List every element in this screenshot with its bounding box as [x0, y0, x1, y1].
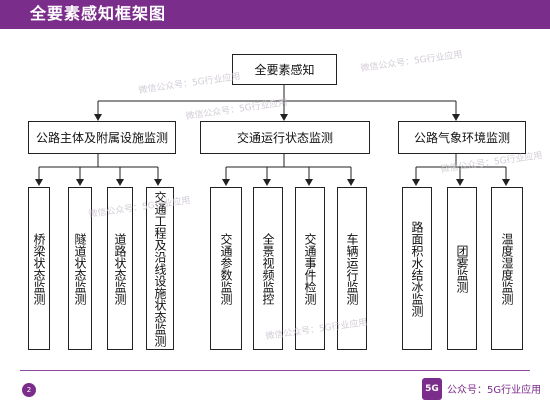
leaf-panoramic-video: 全景视频监控 — [253, 187, 283, 350]
leaf-label: 隧道状态监测 — [73, 232, 87, 305]
leaf-traffic-event: 交通事件检测 — [295, 187, 325, 350]
leaf-fog: 团雾监测 — [447, 187, 477, 350]
page-title: 全要素感知框架图 — [30, 4, 167, 23]
leaf-label: 道路状态监测 — [113, 232, 127, 305]
leaf-label: 交通工程及沿线设施状态监测 — [153, 190, 167, 347]
footer-account: 公众号：5G行业应用 — [447, 385, 542, 396]
footer-divider — [20, 370, 530, 371]
leaf-label: 全景视频监控 — [261, 232, 275, 305]
connector-lines — [35, 85, 510, 186]
root-label: 全要素感知 — [254, 63, 315, 77]
leaf-vehicle-operation: 车辆运行监测 — [337, 187, 367, 350]
page-number: 2 — [22, 383, 36, 397]
header-bar: 全要素感知框架图 — [0, 0, 550, 29]
group-node-weather: 公路气象环境监测 — [398, 121, 526, 154]
leaf-label: 交通事件检测 — [303, 232, 317, 305]
group-label: 公路气象环境监测 — [413, 131, 510, 145]
group-label: 公路主体及附属设施监测 — [35, 131, 168, 145]
leaf-facility-monitoring: 交通工程及沿线设施状态监测 — [146, 187, 174, 350]
leaf-road-icing: 路面积水结冰监测 — [402, 187, 432, 350]
leaf-bridge-monitoring: 桥梁状态监测 — [28, 187, 50, 350]
group-node-traffic-operation: 交通运行状态监测 — [200, 121, 370, 154]
leaf-tunnel-monitoring: 隧道状态监测 — [68, 187, 92, 350]
leaf-label: 路面积水结冰监测 — [410, 220, 424, 317]
leaf-label: 桥梁状态监测 — [32, 232, 46, 305]
group-node-road-structure: 公路主体及附属设施监测 — [28, 121, 176, 154]
leaf-label: 温度湿度监测 — [500, 232, 514, 305]
brand-logo: 5G — [422, 378, 442, 400]
leaf-label: 车辆运行监测 — [345, 232, 359, 305]
framework-diagram: 全要素感知 公路主体及附属设施监测 交通运行状态监测 公路气象环境监测 桥梁状态… — [0, 29, 550, 369]
leaf-temperature-humidity: 温度湿度监测 — [491, 187, 523, 350]
leaf-label: 团雾监测 — [455, 244, 469, 293]
root-node: 全要素感知 — [232, 54, 337, 85]
leaf-traffic-parameter: 交通参数监测 — [210, 187, 242, 350]
leaf-road-monitoring: 道路状态监测 — [107, 187, 133, 350]
group-label: 交通运行状态监测 — [236, 131, 333, 145]
leaf-label: 交通参数监测 — [219, 232, 233, 305]
